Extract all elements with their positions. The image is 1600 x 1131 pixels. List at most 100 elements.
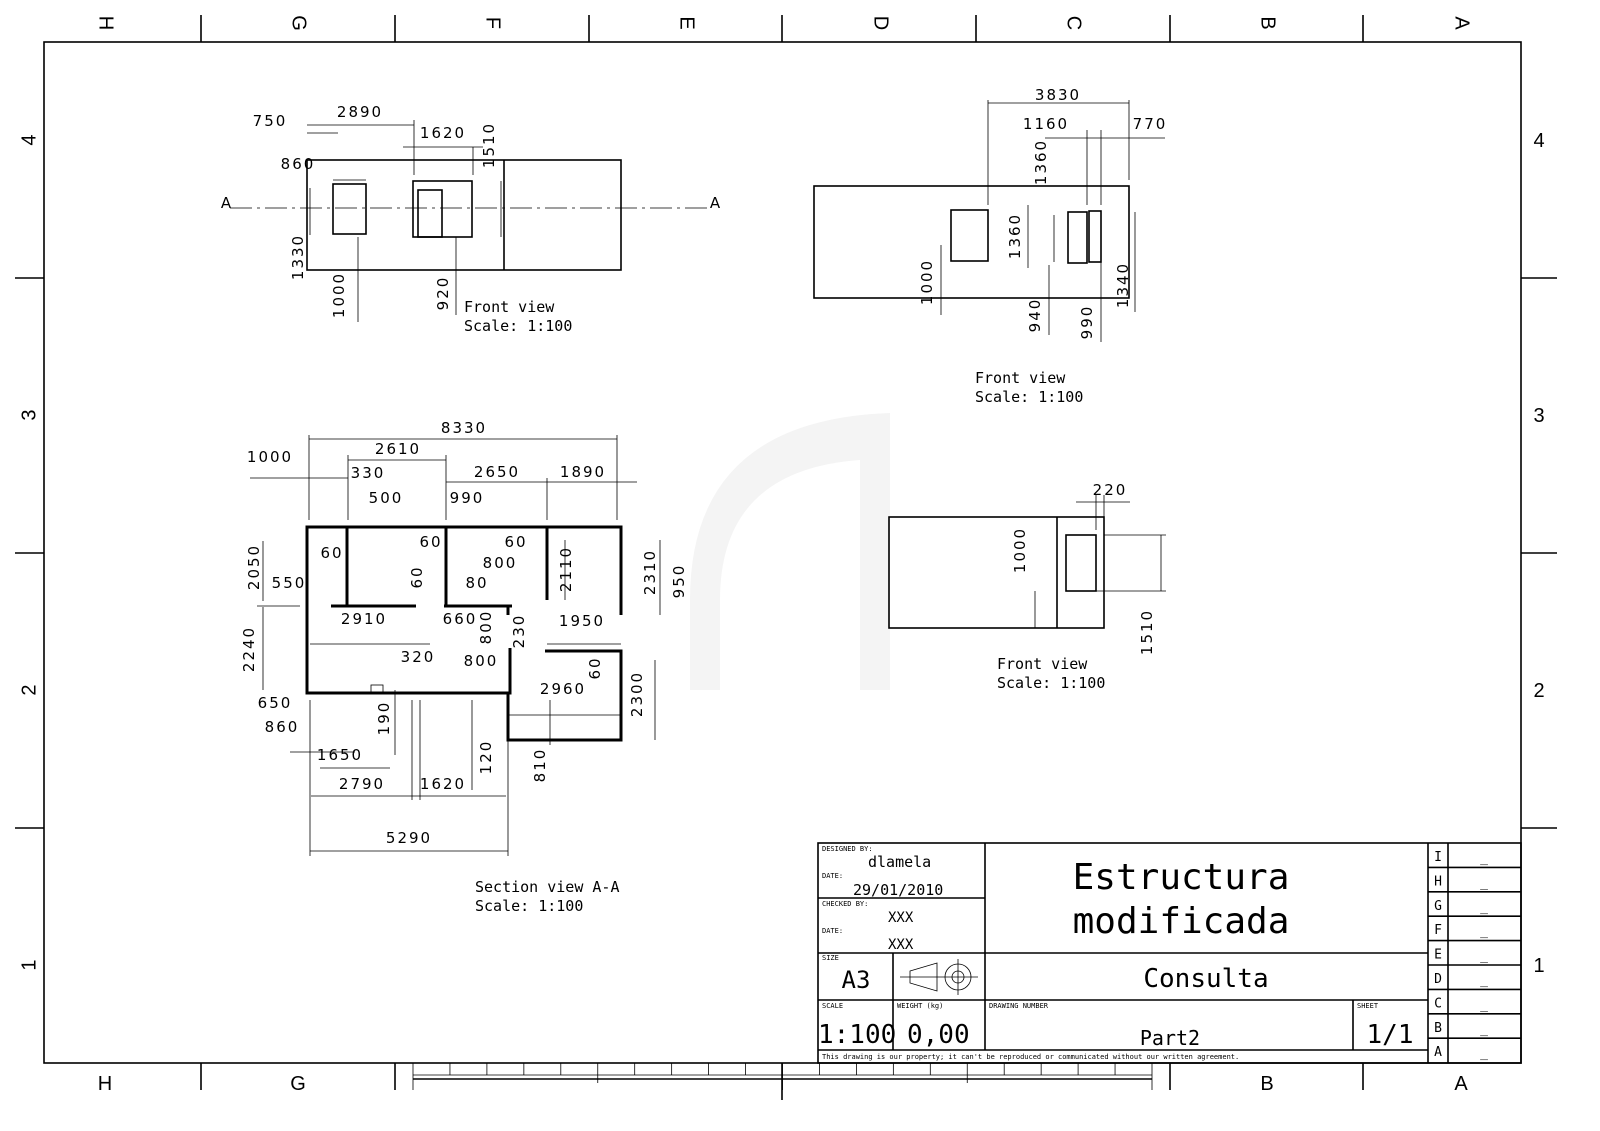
section-marker-right: A bbox=[710, 194, 722, 212]
date2-label: DATE: bbox=[822, 927, 843, 935]
dimension-label: 550 bbox=[272, 574, 307, 592]
weight-label: WEIGHT (kg) bbox=[897, 1002, 943, 1010]
door bbox=[417, 189, 443, 238]
dimension-label: 320 bbox=[401, 648, 436, 666]
size-label: SIZE bbox=[822, 954, 839, 962]
zone-column-label: D bbox=[870, 16, 892, 30]
revision-value: _ bbox=[1480, 973, 1488, 988]
dimension-label: 2310 bbox=[641, 549, 659, 595]
dimension-label: 1000 bbox=[1011, 527, 1029, 573]
dimension-label: 1330 bbox=[289, 234, 307, 280]
drawing-title-line2: modificada bbox=[1073, 901, 1290, 942]
dimension-label: 1510 bbox=[1138, 609, 1156, 655]
window bbox=[950, 209, 989, 262]
zone-row-label: 3 bbox=[18, 409, 40, 420]
dimension-label: 500 bbox=[369, 489, 404, 507]
dimension-label: 1360 bbox=[1032, 139, 1050, 185]
zone-column-label: G bbox=[288, 15, 310, 31]
checked-date: XXX bbox=[888, 937, 914, 953]
zone-column-label: B bbox=[1260, 1073, 1273, 1095]
dimension-label: 330 bbox=[351, 464, 386, 482]
dimension-label: 800 bbox=[483, 554, 518, 572]
zone-row-label: 4 bbox=[1533, 130, 1544, 152]
view-caption: Section view A-A bbox=[475, 878, 620, 896]
weight-value: 0,00 bbox=[907, 1020, 970, 1050]
dimension-label: 220 bbox=[1093, 481, 1128, 499]
revision-letter: E bbox=[1434, 948, 1442, 963]
zone-column-label: A bbox=[1454, 1073, 1468, 1095]
view-caption: Front view bbox=[997, 655, 1088, 673]
zone-column-label: F bbox=[482, 17, 504, 29]
dimension-label: 1340 bbox=[1114, 262, 1132, 308]
window bbox=[1088, 210, 1102, 263]
sheet-number: 1/1 bbox=[1367, 1020, 1414, 1050]
dimension-label: 5290 bbox=[386, 829, 432, 847]
dimension-label: 990 bbox=[1078, 305, 1096, 340]
dimension-label: 60 bbox=[586, 656, 604, 679]
dimension-label: 1160 bbox=[1023, 115, 1069, 133]
disclaimer: This drawing is our property; it can't b… bbox=[822, 1053, 1239, 1061]
dimension-label: 2890 bbox=[337, 103, 383, 121]
drawing-number-label: DRAWING NUMBER bbox=[989, 1002, 1049, 1010]
front-view-right: Front view Scale: 1:100 220 1000 1510 bbox=[888, 481, 1166, 692]
projection-symbol-icon bbox=[900, 959, 978, 995]
title-block: DESIGNED BY: dlamela DATE: 29/01/2010 CH… bbox=[817, 842, 1522, 1064]
drawing-subtitle: Consulta bbox=[1143, 964, 1268, 994]
dimension-label: 2790 bbox=[339, 775, 385, 793]
revision-value: _ bbox=[1480, 1046, 1488, 1061]
dimension-label: 660 bbox=[443, 610, 478, 628]
dimension-label: 2050 bbox=[245, 544, 263, 590]
dimension-label: 860 bbox=[281, 155, 316, 173]
design-date: 29/01/2010 bbox=[853, 881, 943, 899]
drawing-number: Part2 bbox=[1140, 1026, 1200, 1050]
view-scale: Scale: 1:100 bbox=[475, 897, 583, 915]
zone-column-label: E bbox=[676, 16, 698, 29]
dimension-label: 1000 bbox=[247, 448, 293, 466]
view-scale: Scale: 1:100 bbox=[997, 674, 1105, 692]
revision-value: _ bbox=[1480, 949, 1488, 964]
dimension-label: 3830 bbox=[1035, 86, 1081, 104]
dimension-label: 810 bbox=[531, 748, 549, 783]
dimension-label: 2650 bbox=[474, 463, 520, 481]
dimension-label: 920 bbox=[434, 276, 452, 311]
drawing-frame bbox=[43, 41, 1522, 1064]
view-scale: Scale: 1:100 bbox=[464, 317, 572, 335]
dimension-label: 190 bbox=[375, 701, 393, 736]
dimension-label: 80 bbox=[465, 574, 488, 592]
zone-column-label: H bbox=[98, 1073, 112, 1095]
dimension-label: 60 bbox=[419, 533, 442, 551]
dimension-label: 1000 bbox=[330, 272, 348, 318]
dimension-label: 860 bbox=[265, 718, 300, 736]
dimension-label: 940 bbox=[1026, 298, 1044, 333]
dimension-label: 60 bbox=[408, 565, 426, 588]
dimension-label: 1000 bbox=[918, 259, 936, 305]
zone-row-label: 2 bbox=[1533, 680, 1544, 702]
revision-letter: B bbox=[1434, 1021, 1442, 1036]
scale-label: SCALE bbox=[822, 1002, 843, 1010]
revision-letter: D bbox=[1434, 972, 1442, 987]
dimension-label: 1950 bbox=[559, 612, 605, 630]
dimension-label: 1510 bbox=[480, 122, 498, 168]
dimension-label: 230 bbox=[510, 614, 528, 649]
scale-value: 1:100 bbox=[818, 1020, 896, 1050]
dimension-label: 990 bbox=[450, 489, 485, 507]
dimension-label: 1360 bbox=[1006, 213, 1024, 259]
dimension-label: 1620 bbox=[420, 775, 466, 793]
revision-value: _ bbox=[1480, 851, 1488, 866]
dimension-label: 2240 bbox=[240, 626, 258, 672]
sheet-label: SHEET bbox=[1357, 1002, 1379, 1010]
section-marker-left: A bbox=[221, 194, 233, 212]
window bbox=[332, 183, 367, 235]
dimension-label: 1620 bbox=[420, 124, 466, 142]
dimension-label: 120 bbox=[477, 740, 495, 775]
dimension-label: 650 bbox=[258, 694, 293, 712]
revision-letter: I bbox=[1434, 850, 1442, 865]
column bbox=[370, 684, 384, 694]
view-caption: Front view bbox=[464, 298, 555, 316]
zone-row-label: 1 bbox=[18, 959, 40, 970]
checked-by-label: CHECKED BY: bbox=[822, 900, 868, 908]
view-scale: Scale: 1:100 bbox=[975, 388, 1083, 406]
revision-letter: G bbox=[1434, 899, 1442, 914]
